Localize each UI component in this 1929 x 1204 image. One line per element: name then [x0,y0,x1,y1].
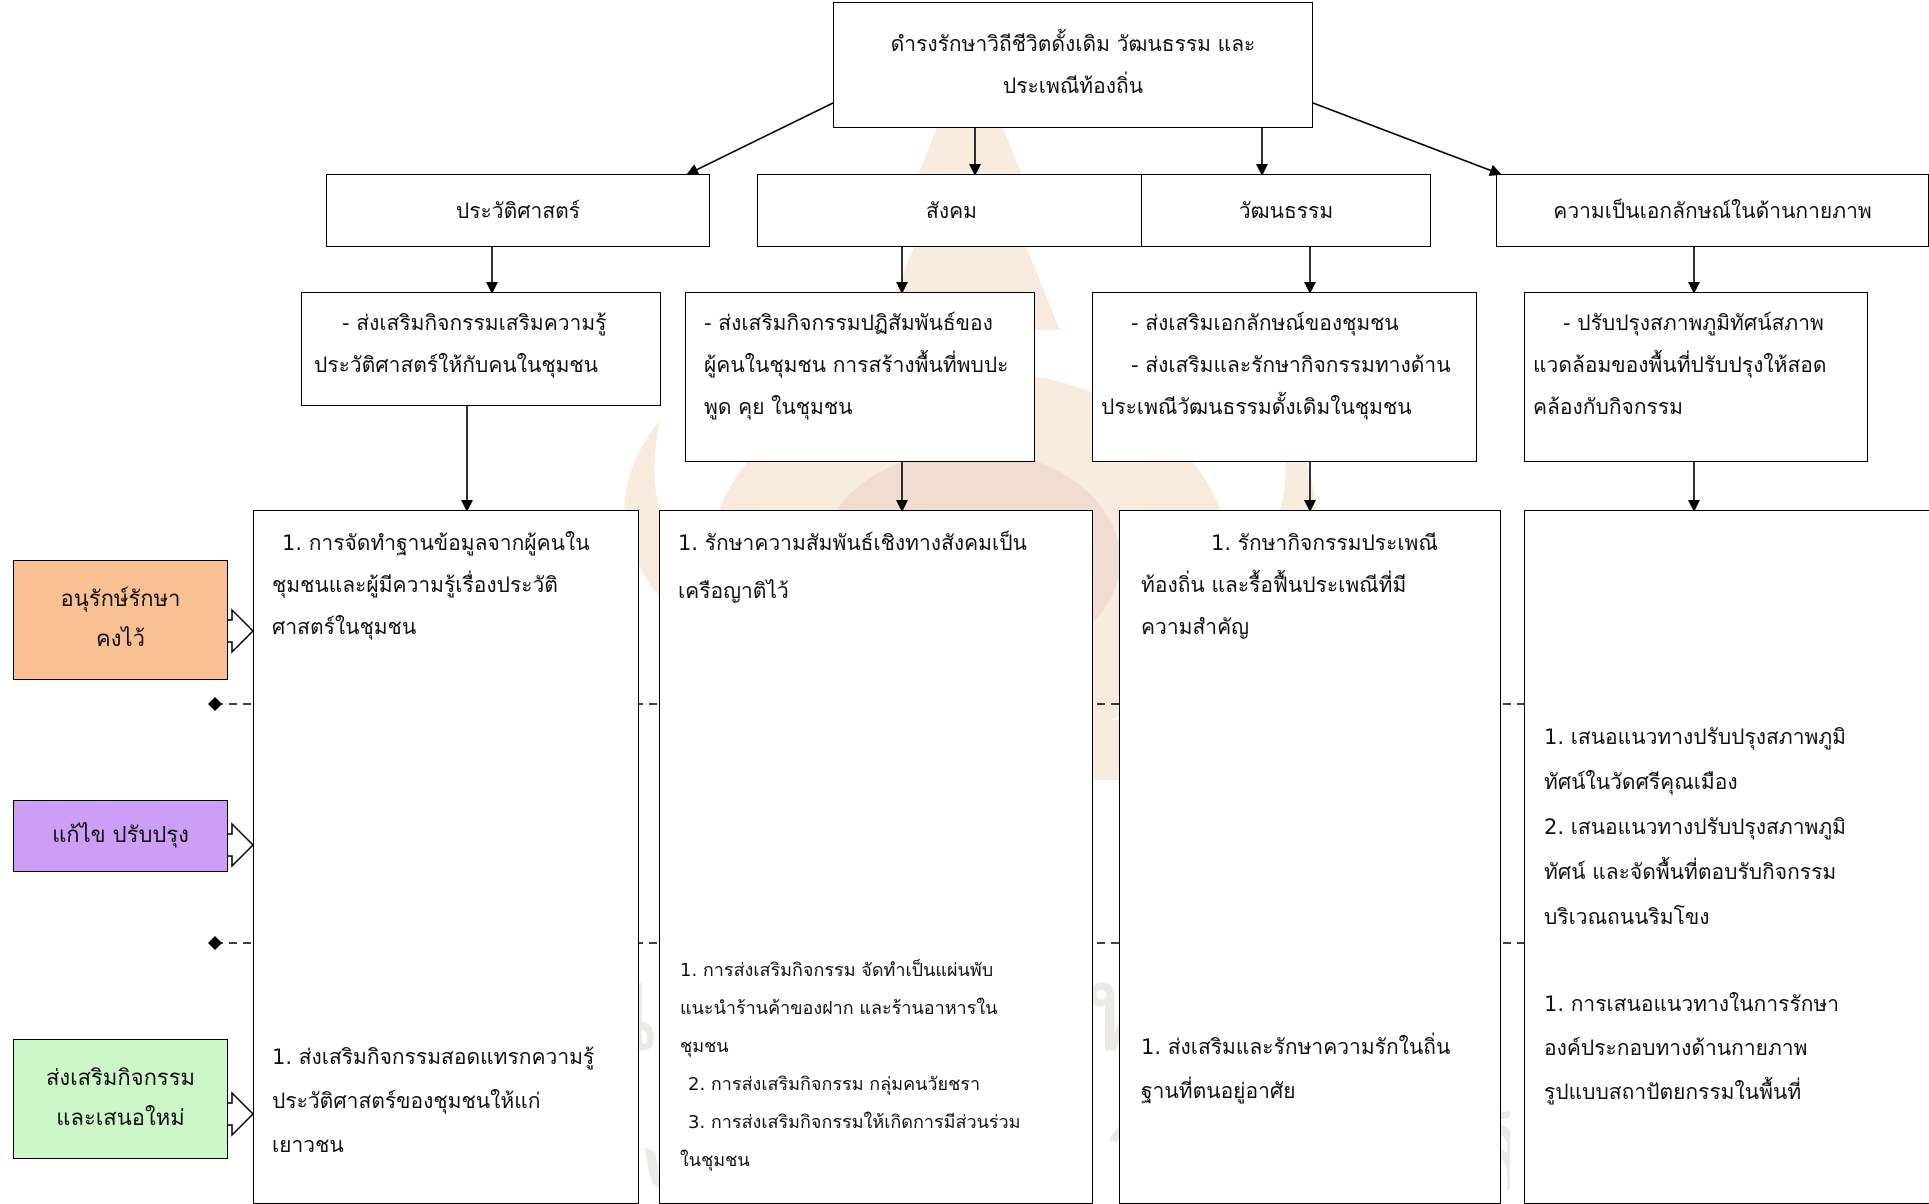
cell-culture-promote-line-1: 1. ส่งเสริมและรักษาความรักในถิ่น [1141,1035,1451,1059]
category-social-label: สังคม [926,198,977,223]
cell-physical-improve: 1. เสนอแนวทางปรับปรุงสภาพภูมิ ทัศน์ในวัด… [1544,715,1924,940]
category-social: สังคม [757,174,1146,247]
strategy-culture-line-2: - ส่งเสริมและรักษากิจกรรมทางด้าน [1131,353,1451,377]
strategy-culture-line-3: ประเพณีวัฒนธรรมดั้งเดิมในชุมชน [1101,395,1412,419]
column-social [659,510,1093,1204]
cell-social-promote-line-4: 2. การส่งเสริมกิจกรรม กลุ่มคนวัยชรา [688,1074,981,1095]
cell-social-promote: 1. การส่งเสริมกิจกรรม จัดทำเป็นแผ่นพับ แ… [680,952,1090,1180]
strategy-culture-line-1: - ส่งเสริมเอกลักษณ์ของชุมชน [1131,311,1399,335]
cell-physical-promote: 1. การเสนอแนวทางในการรักษา องค์ประกอบทาง… [1544,982,1924,1114]
strategy-physical: - ปรับปรุงสภาพภูมิทัศน์สภาพ แวดล้อมของพื… [1524,292,1868,462]
row-label-promote-line-2: และเสนอใหม่ [56,1106,185,1131]
cell-culture-conserve-line-1: 1. รักษากิจกรรมประเพณี [1211,531,1438,555]
column-history [253,510,639,1204]
cell-history-promote-line-3: เยาวชน [272,1133,344,1157]
strategy-culture: - ส่งเสริมเอกลักษณ์ของชุมชน - ส่งเสริมแล… [1092,292,1477,462]
strategy-history-line-2: ประวัติศาสตร์ให้กับคนในชุมชน [314,353,599,377]
row-label-conserve-line-1: อนุรักษ์รักษา [60,587,181,612]
connector-top-physical [1312,102,1502,177]
strategy-physical-line-1: - ปรับปรุงสภาพภูมิทัศน์สภาพ [1563,311,1824,335]
cell-culture-conserve-line-2: ท้องถิ่น และรื้อฟื้นประเพณีที่มี [1141,573,1407,597]
strategy-physical-line-2: แวดล้อมของพื้นที่ปรับปรุงให้สอด [1533,353,1827,377]
category-physical: ความเป็นเอกลักษณ์ในด้านกายภาพ [1496,174,1929,247]
cell-physical-improve-line-4: ทัศน์ และจัดพื้นที่ตอบรับกิจกรรม [1544,860,1837,884]
cell-social-promote-line-3: ชุมชน [680,1036,729,1057]
column-culture [1119,510,1501,1204]
strategy-physical-line-3: คล้องกับกิจกรรม [1533,395,1683,419]
cell-history-promote-line-1: 1. ส่งเสริมกิจกรรมสอดแทรกความรู้ [272,1045,595,1069]
top-goal-box: ดำรงรักษาวิถีชีวิตดั้งเดิม วัฒนธรรม และ … [833,2,1313,128]
cell-culture-conserve: 1. รักษากิจกรรมประเพณี ท้องถิ่น และรื้อฟ… [1141,522,1496,648]
cell-social-promote-line-2: แนะนำร้านค้าของฝาก และร้านอาหารใน [680,998,998,1019]
row-label-improve-line-1: แก้ไข ปรับปรุง [52,823,189,848]
row-label-promote: ส่งเสริมกิจกรรม และเสนอใหม่ [13,1039,228,1159]
cell-social-promote-line-6: ในชุมชน [680,1150,750,1171]
strategy-social-line-1: - ส่งเสริมกิจกรรมปฏิสัมพันธ์ของ [704,311,993,335]
cell-history-promote-line-2: ประวัติศาสตร์ของชุมชนให้แก่ [272,1089,541,1113]
cell-culture-conserve-line-3: ความสำคัญ [1141,615,1250,639]
category-culture: วัฒนธรรม [1141,174,1431,247]
row-label-conserve: อนุรักษ์รักษา คงไว้ [13,560,228,680]
strategy-history: - ส่งเสริมกิจกรรมเสริมความรู้ ประวัติศาส… [301,292,661,406]
cell-physical-improve-line-5: บริเวณถนนริมโขง [1544,905,1710,929]
cell-culture-promote-line-2: ฐานที่ตนอยู่อาศัย [1141,1079,1296,1103]
cell-history-conserve-line-2: ชุมชนและผู้มีความรู้เรื่องประวัติ [272,573,558,597]
cell-physical-improve-line-1: 1. เสนอแนวทางปรับปรุงสภาพภูมิ [1544,725,1847,749]
diamond-marker-1 [208,697,222,711]
category-physical-label: ความเป็นเอกลักษณ์ในด้านกายภาพ [1553,198,1872,223]
category-culture-label: วัฒนธรรม [1238,198,1334,223]
cell-history-conserve-line-3: ศาสตร์ในชุมชน [272,615,417,639]
cell-physical-promote-line-1: 1. การเสนอแนวทางในการรักษา [1544,992,1840,1016]
cell-culture-promote: 1. ส่งเสริมและรักษาความรักในถิ่น ฐานที่ต… [1141,1025,1496,1113]
strategy-social-line-3: พูด คุย ในชุมชน [704,395,853,419]
column-physical [1524,510,1929,1204]
cell-social-promote-line-1: 1. การส่งเสริมกิจกรรม จัดทำเป็นแผ่นพับ [680,960,994,981]
cell-social-conserve: 1. รักษาความสัมพันธ์เชิงทางสังคมเป็น เคร… [678,522,1090,612]
cell-history-conserve: 1. การจัดทำฐานข้อมูลจากผู้คนใน ชุมชนและผ… [272,522,637,648]
cell-physical-promote-line-3: รูปแบบสถาปัตยกรรมในพื้นที่ [1544,1080,1802,1104]
cell-history-promote: 1. ส่งเสริมกิจกรรมสอดแทรกความรู้ ประวัติ… [272,1035,637,1167]
cell-social-conserve-line-1: 1. รักษาความสัมพันธ์เชิงทางสังคมเป็น [678,531,1027,555]
cell-history-conserve-line-1: 1. การจัดทำฐานข้อมูลจากผู้คนใน [282,531,590,555]
category-history: ประวัติศาสตร์ [326,174,710,247]
top-goal-line-1: ดำรงรักษาวิถีชีวิตดั้งเดิม วัฒนธรรม และ [890,32,1256,56]
cell-social-promote-line-5: 3. การส่งเสริมกิจกรรมให้เกิดการมีส่วนร่ว… [688,1112,1021,1133]
top-goal-line-2: ประเพณีท้องถิ่น [1002,74,1144,98]
strategy-social: - ส่งเสริมกิจกรรมปฏิสัมพันธ์ของ ผู้คนในช… [685,292,1035,462]
cell-physical-promote-line-2: องค์ประกอบทางด้านกายภาพ [1544,1036,1808,1060]
strategy-social-line-2: ผู้คนในชุมชน การสร้างพื้นที่พบปะ [704,353,1009,377]
diamond-marker-2 [208,936,222,950]
row-label-promote-line-1: ส่งเสริมกิจกรรม [45,1066,196,1091]
cell-social-conserve-line-2: เครือญาติไว้ [678,579,789,603]
cell-physical-improve-line-2: ทัศน์ในวัดศรีคุณเมือง [1544,770,1738,794]
row-label-conserve-line-2: คงไว้ [96,627,145,652]
strategy-history-line-1: - ส่งเสริมกิจกรรมเสริมความรู้ [342,311,607,335]
row-label-improve: แก้ไข ปรับปรุง [13,800,228,872]
connector-top-history [686,102,834,175]
category-history-label: ประวัติศาสตร์ [455,198,581,223]
cell-physical-improve-line-3: 2. เสนอแนวทางปรับปรุงสภาพภูมิ [1544,815,1847,839]
